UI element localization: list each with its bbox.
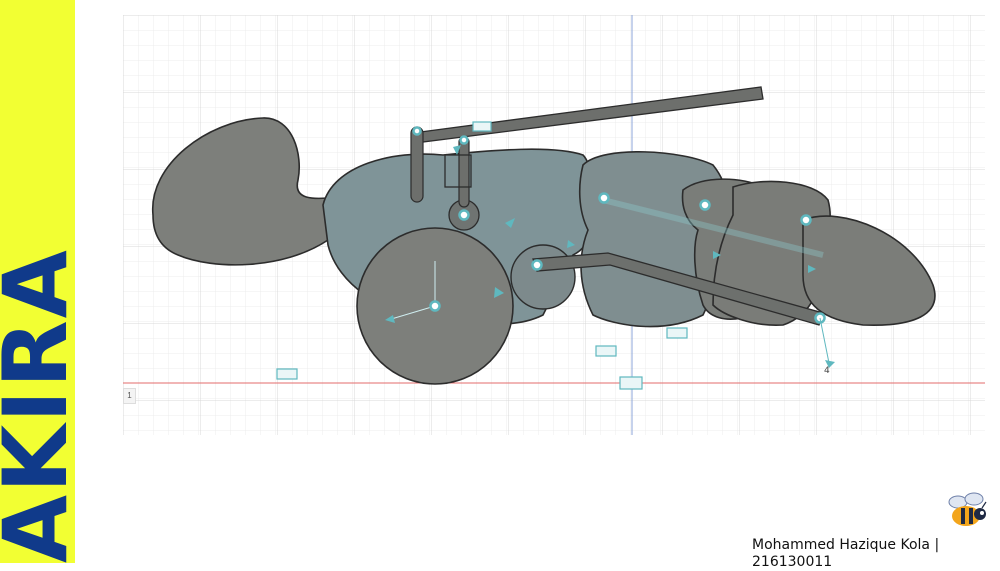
motion-arrows [385, 145, 835, 368]
tail-lobe[interactable] [802, 215, 936, 326]
cad-viewport[interactable]: 4 1 [123, 15, 985, 435]
brand-sidebar: AKIRA [0, 0, 75, 563]
joint-number-label: 4 [824, 366, 830, 376]
side-tab[interactable]: 1 [123, 388, 136, 404]
rail-post[interactable] [410, 126, 424, 203]
bee-robot-logo-icon [948, 492, 987, 526]
cad-drawing: 4 [123, 15, 985, 435]
constraint-glyph-icon[interactable] [276, 121, 688, 390]
brand-title: AKIRA [0, 248, 75, 563]
linkage-frame[interactable] [444, 154, 472, 188]
linkage-bar[interactable] [532, 252, 824, 326]
joint-marker-icon[interactable] [412, 126, 826, 324]
author-credit: Mohammed Hazique Kola | 216130011 [752, 537, 940, 570]
wheel-small[interactable] [510, 244, 576, 310]
crank-post[interactable] [458, 136, 470, 208]
